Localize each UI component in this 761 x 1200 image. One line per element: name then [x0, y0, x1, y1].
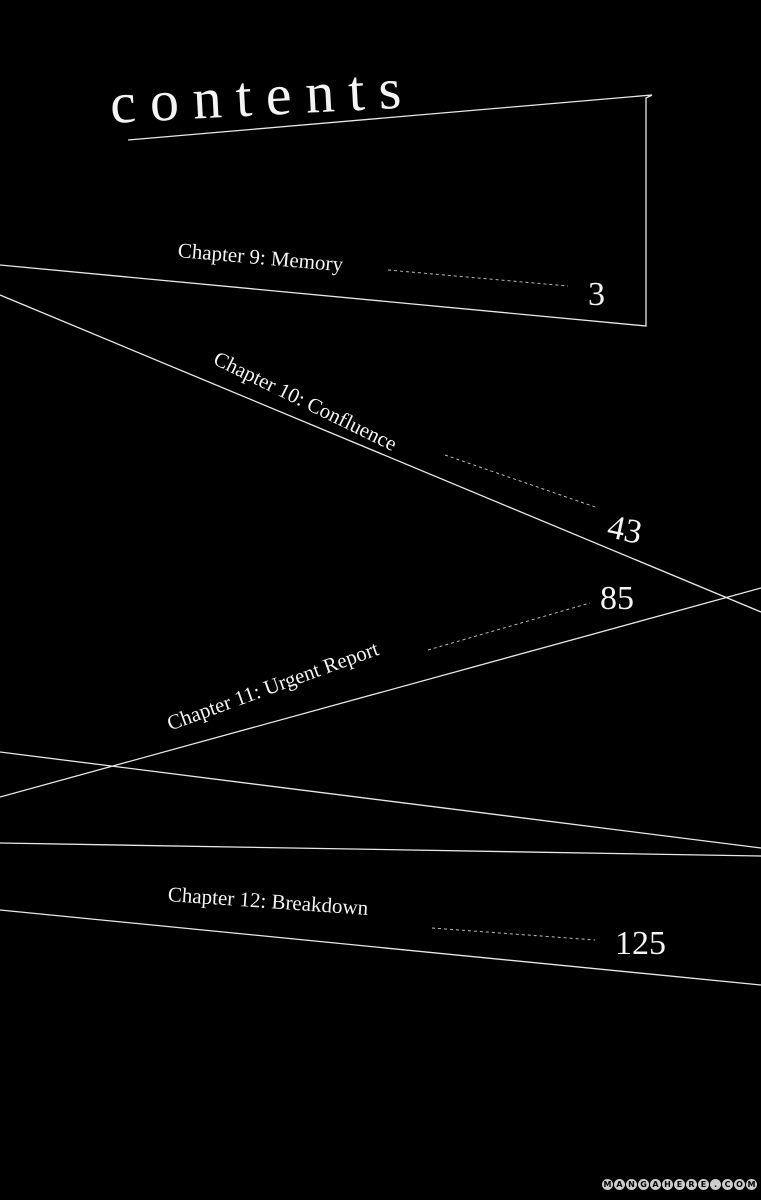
watermark-letter: A [614, 1179, 625, 1190]
diagonal-line-3 [0, 751, 761, 849]
leader-ch11 [427, 602, 591, 651]
watermark-letter: C [722, 1179, 733, 1190]
leader-ch9 [387, 269, 569, 287]
diagonal-line-1 [0, 294, 761, 613]
leader-ch12 [431, 927, 596, 941]
watermark-letter: M [602, 1179, 613, 1190]
watermark-letter: A [650, 1179, 661, 1190]
leader-ch10 [444, 454, 599, 509]
diagonal-line-2 [0, 587, 761, 798]
chapter-12-page: 125 [615, 925, 666, 962]
title-frame-line [0, 94, 653, 327]
watermark-letter: G [638, 1179, 649, 1190]
watermark-letter: R [686, 1179, 697, 1190]
diagonal-line-4 [0, 842, 761, 857]
watermark-letter: E [698, 1179, 709, 1190]
diagonal-line-5 [0, 909, 761, 986]
watermark-letter: E [674, 1179, 685, 1190]
watermark-letter: M [746, 1179, 757, 1190]
chapter-9-page: 3 [588, 276, 605, 313]
watermark-letter: O [734, 1179, 745, 1190]
watermark-letter: N [626, 1179, 637, 1190]
watermark-letter: H [662, 1179, 673, 1190]
chapter-11-page: 85 [600, 580, 634, 617]
watermark-letter: . [710, 1179, 721, 1190]
